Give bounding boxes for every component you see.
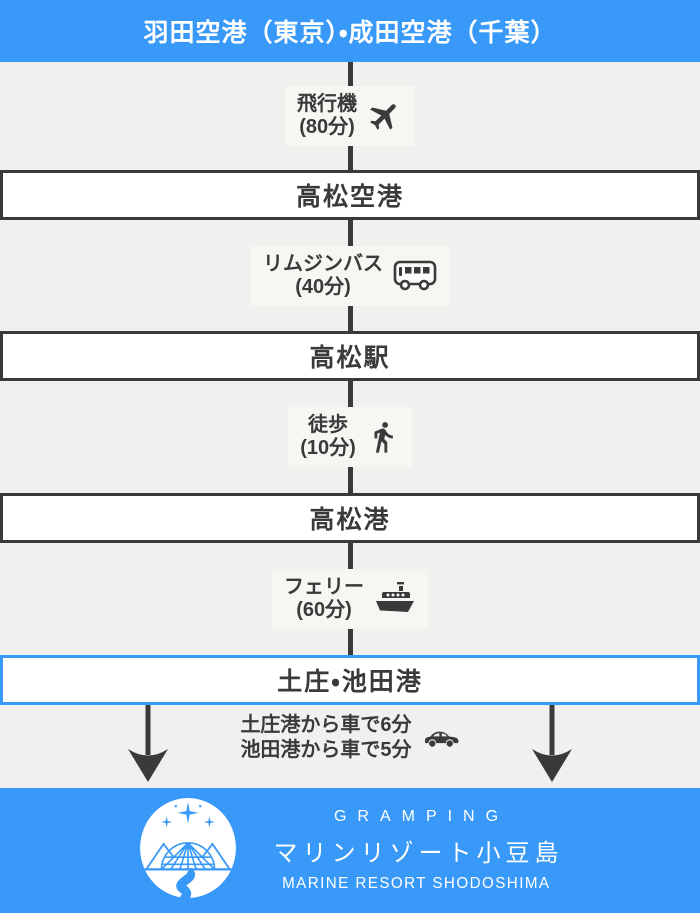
segment-label-flight: 飛行機 (80分) (285, 86, 415, 146)
segment-text: リムジンバス (40分) (263, 253, 383, 299)
station-takamatsu-airport: 高松空港 (0, 170, 700, 220)
station-tonosho-ikeda-port: 土庄・池田港 (0, 655, 700, 705)
segment-mode: リムジンバス (263, 252, 383, 275)
segment-mode: フェリー (284, 576, 364, 598)
down-arrow-icon (126, 705, 170, 788)
origin-banner: 羽田空港（東京）・成田空港（千葉） (0, 0, 700, 62)
segment-text: 飛行機 (80分) (297, 93, 357, 139)
car-icon (422, 727, 460, 749)
route-segment-flight: 飛行機 (80分) (0, 62, 700, 170)
brand-name-sub: MARINE RESORT SHODOSHIMA (282, 875, 551, 892)
segment-duration: (10分) (300, 437, 356, 459)
down-arrow-icon (530, 705, 574, 788)
segment-label-walk: 徒歩 (10分) (288, 407, 412, 467)
brand-name-en: GRAMPING (333, 808, 510, 825)
car-access-line1: 土庄港から車で6分 (240, 714, 412, 736)
final-leg-section: 土庄港から車で6分 池田港から車で5分 (0, 705, 700, 788)
segment-mode: 徒歩 (307, 414, 348, 436)
glamping-dome-logo (137, 796, 239, 905)
brand-name-jp: マリンリゾート小豆島 (273, 840, 564, 867)
car-access-note: 土庄港から車で6分 池田港から車で5分 (0, 713, 700, 763)
segment-duration: (40分) (295, 275, 351, 298)
station-name: 土庄・池田港 (277, 668, 423, 696)
station-name: 高松空港 (295, 183, 404, 211)
airplane-icon (360, 91, 411, 142)
resort-brand-footer: GRAMPING マリンリゾート小豆島 MARINE RESORT SHODOS… (0, 788, 700, 913)
segment-text: フェリー (60分) (284, 576, 364, 622)
bus-icon (393, 258, 437, 294)
origin-title: 羽田空港（東京）・成田空港（千葉） (143, 19, 557, 47)
segment-duration: (60分) (296, 599, 352, 621)
car-access-text: 土庄港から車で6分 池田港から車で5分 (240, 713, 411, 763)
station-takamatsu-port: 高松港 (0, 493, 700, 543)
segment-label-bus: リムジンバス (40分) (251, 245, 449, 306)
route-segment-walk: 徒歩 (10分) (0, 381, 700, 493)
walking-person-icon (366, 417, 400, 457)
station-name: 高松駅 (309, 344, 391, 372)
station-takamatsu-station: 高松駅 (0, 331, 700, 381)
ferry-icon (374, 579, 416, 619)
route-segment-bus: リムジンバス (40分) (0, 220, 700, 331)
car-access-line2: 池田港から車で5分 (240, 739, 412, 761)
segment-duration: (80分) (299, 116, 355, 138)
route-segment-ferry: フェリー (60分) (0, 543, 700, 655)
brand-text-block: GRAMPING マリンリゾート小豆島 MARINE RESORT SHODOS… (269, 808, 564, 893)
segment-mode: 飛行機 (297, 93, 357, 115)
segment-label-ferry: フェリー (60分) (272, 569, 428, 629)
segment-text: 徒歩 (10分) (300, 414, 356, 460)
station-name: 高松港 (309, 506, 391, 534)
